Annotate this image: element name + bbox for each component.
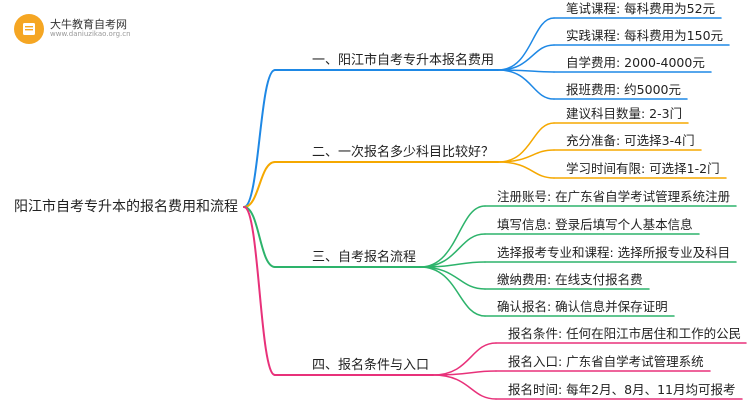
branch-1-leaf-4: 报班费用: 约5000元 — [566, 82, 681, 97]
connector-branch-2-leaf-3 — [497, 161, 555, 179]
branch-2-leaf-2: 充分准备: 可选择3-4门 — [566, 133, 695, 148]
branch-3-leaf-5: 确认报名: 确认信息并保存证明 — [497, 299, 668, 314]
connector-branch-4-leaf-1 — [432, 342, 497, 376]
connector-branch-3-leaf-1 — [419, 205, 486, 268]
connector-branch-3-leaf-5 — [419, 266, 486, 317]
branch-3-label: 三、自考报名流程 — [312, 250, 417, 265]
branch-2-leaf-1: 建议科目数量: 2-3门 — [566, 106, 683, 121]
branch-3-leaf-1: 注册账号: 在广东省自学考试管理系统注册 — [497, 189, 731, 204]
connector-root-branch-2 — [243, 161, 276, 208]
branch-4-leaf-2: 报名入口: 广东省自学考试管理系统 — [508, 354, 704, 369]
logo-url: www.daniuzikao.org.cn — [50, 30, 131, 39]
connector-root-branch-3 — [243, 206, 276, 268]
connector-branch-2-leaf-1 — [497, 122, 555, 163]
branch-3-leaf-2: 填写信息: 登录后填写个人基本信息 — [497, 217, 693, 232]
site-logo: 大牛教育自考网 www.daniuzikao.org.cn — [14, 14, 131, 44]
branch-2-label: 二、一次报名多少科目比较好？ — [312, 145, 495, 160]
branch-1-leaf-2: 实践课程: 每科费用为150元 — [566, 28, 724, 43]
book-icon — [14, 14, 44, 44]
connector-branch-4-leaf-2 — [432, 370, 497, 376]
connector-root-branch-1 — [243, 69, 276, 208]
connector-branch-3-leaf-3 — [419, 261, 486, 268]
connector-branch-1-leaf-4 — [497, 69, 555, 100]
root-topic: 阳江市自考专升本的报名费用和流程 — [14, 199, 238, 215]
connector-branch-3-leaf-4 — [419, 266, 486, 290]
connector-root-branch-4 — [243, 206, 276, 376]
branch-4-leaf-3: 报名时间: 每年2月、8月、11月均可报考 — [508, 382, 736, 397]
logo-name: 大牛教育自考网 — [50, 18, 127, 32]
branch-4-leaf-1: 报名条件: 任何在阳江市居住和工作的公民 — [508, 326, 742, 341]
branch-4-label: 四、报名条件与入口 — [312, 358, 430, 373]
connector-branch-2-leaf-2 — [497, 149, 555, 163]
connector-branch-1-leaf-2 — [497, 44, 555, 71]
connector-branch-4-leaf-3 — [432, 374, 497, 400]
branch-2-leaf-3: 学习时间有限: 可选择1-2门 — [566, 161, 720, 176]
branch-1-leaf-3: 自学费用: 2000-4000元 — [566, 55, 705, 70]
branch-3-leaf-4: 缴纳费用: 在线支付报名费 — [497, 272, 643, 287]
branch-3-leaf-3: 选择报考专业和课程: 选择所报专业及科目 — [497, 245, 731, 260]
branch-1-leaf-1: 笔试课程: 每科费用为52元 — [566, 1, 716, 16]
branch-1-label: 一、阳江市自考专升本报名费用 — [312, 53, 495, 68]
connector-branch-1-leaf-1 — [497, 17, 555, 71]
